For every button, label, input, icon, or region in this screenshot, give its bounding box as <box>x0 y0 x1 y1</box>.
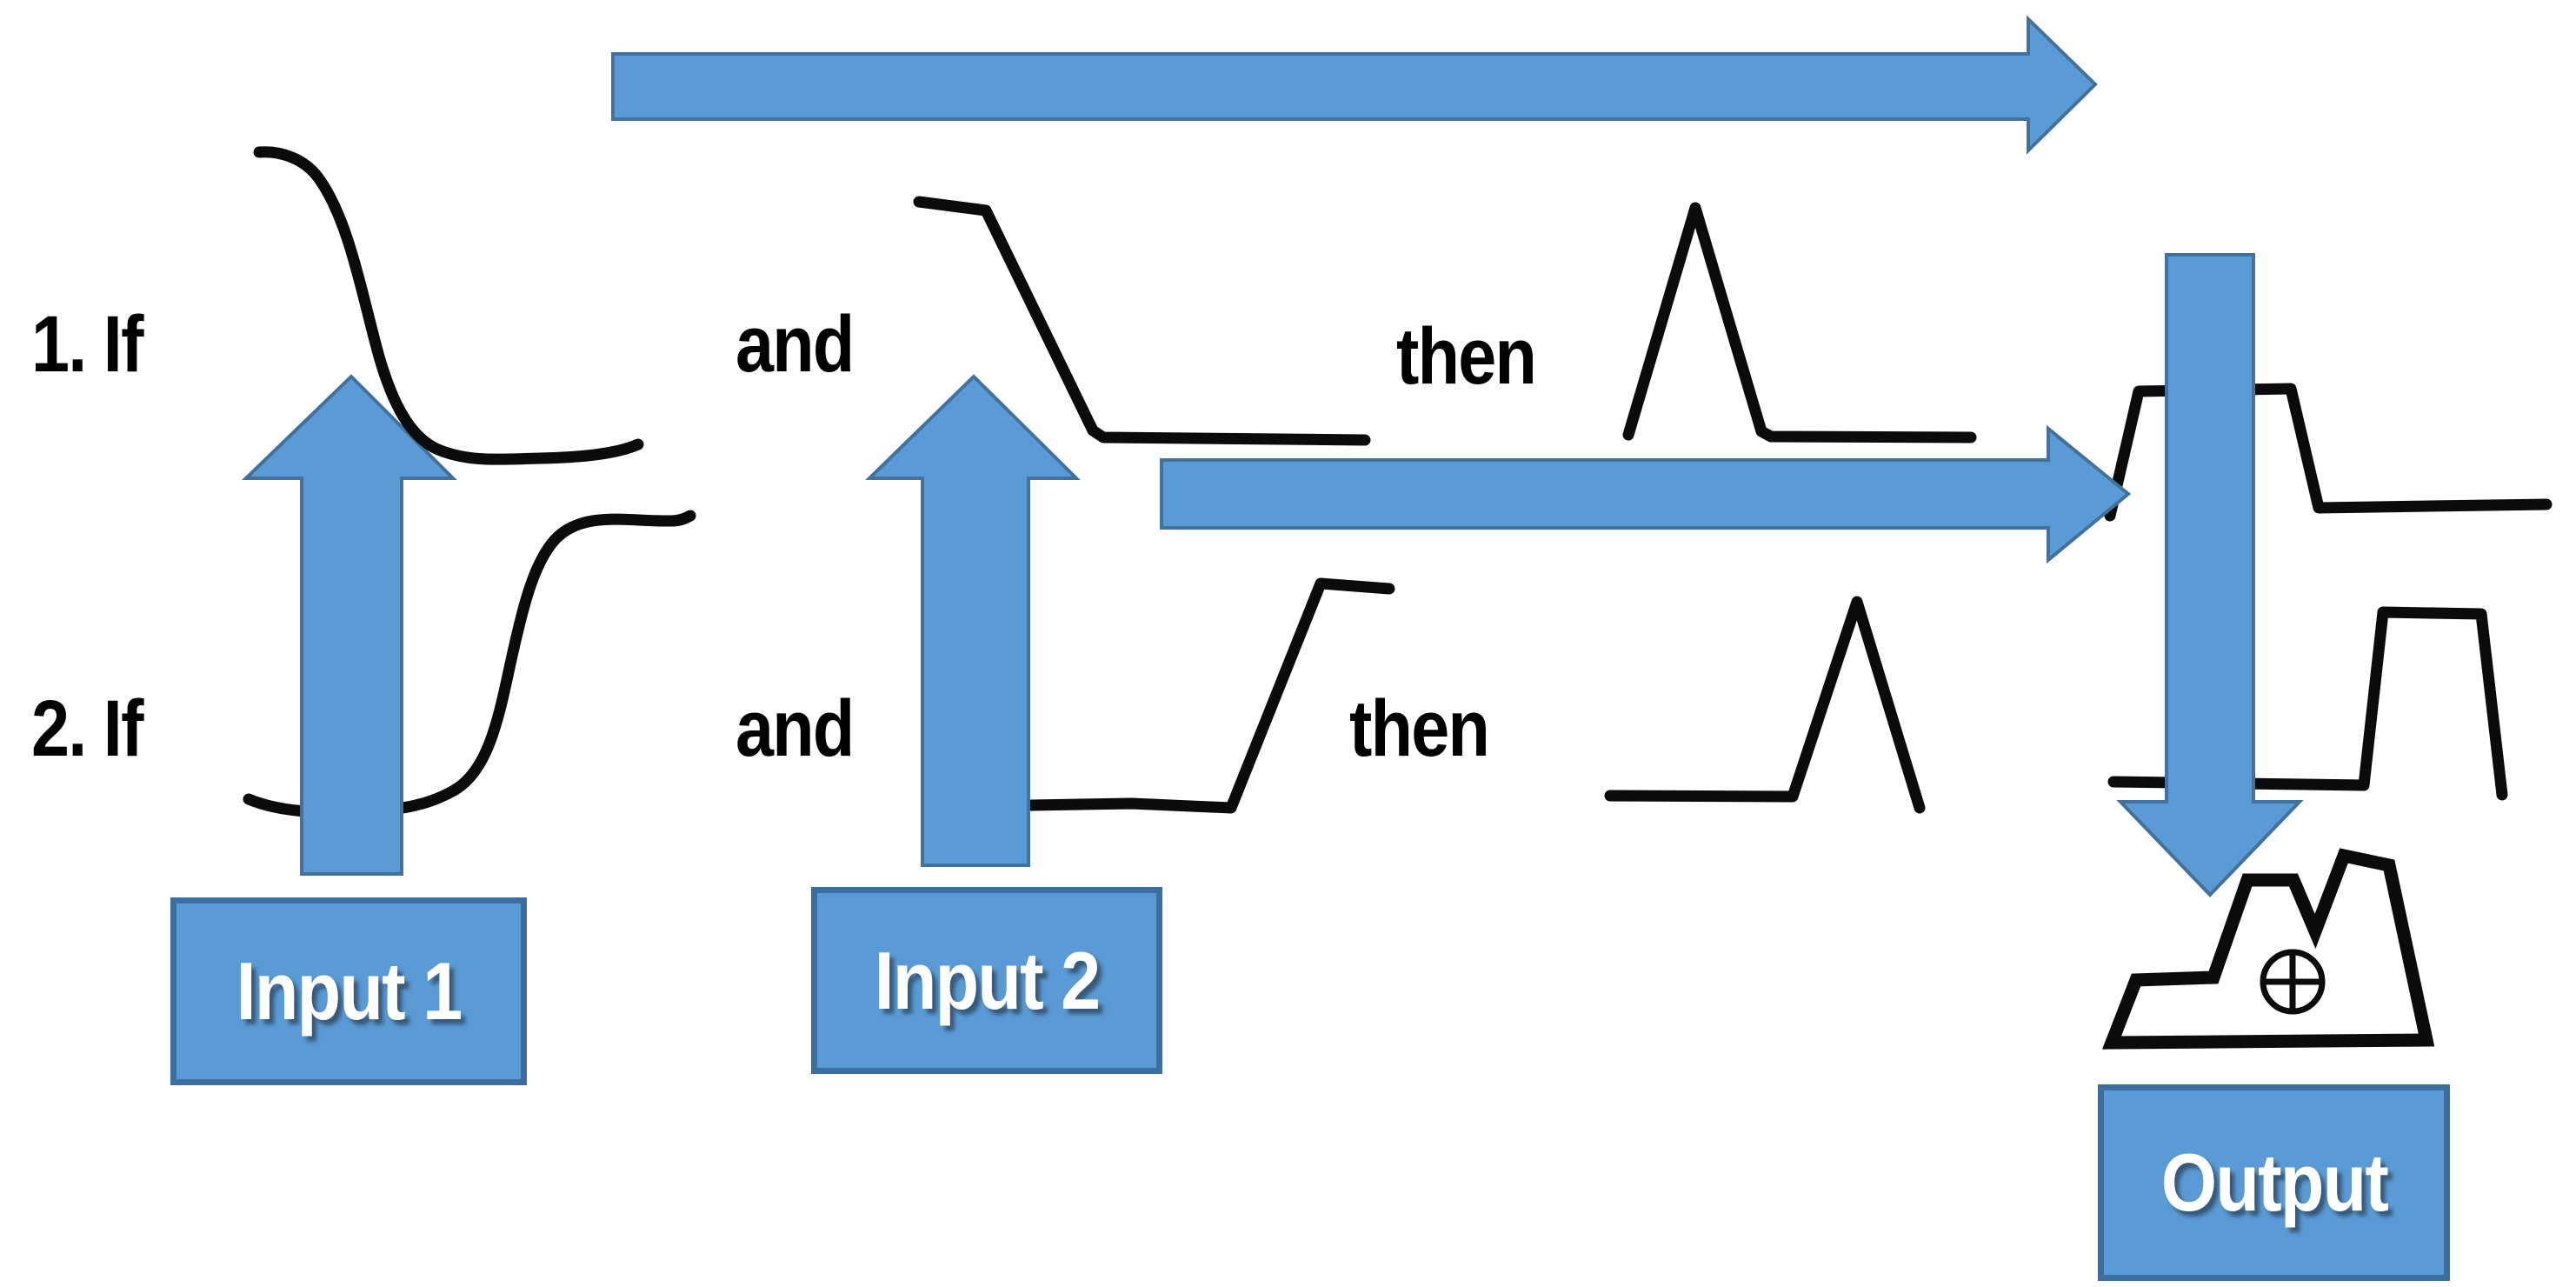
small-triangle-peak-curve <box>1604 596 1926 814</box>
input1-box-label: Input 1 <box>236 945 463 1037</box>
sigmoid-high-to-low-curve <box>253 146 644 465</box>
ramp-up-curve <box>1025 577 1395 814</box>
xor-circle-icon <box>2260 949 2326 1015</box>
rule1-and-label: and <box>736 300 855 389</box>
input2-box: Input 2 <box>811 887 1162 1074</box>
top-right-arrow <box>611 15 2098 155</box>
output-down-arrow <box>2116 253 2304 897</box>
input2-up-arrow <box>865 374 1081 867</box>
middle-right-arrow <box>1160 424 2132 564</box>
clipped-trapezoid-curve <box>2104 383 2553 522</box>
rule2-and-label: and <box>736 684 855 773</box>
aggregated-output-shape <box>2102 848 2435 1050</box>
input2-box-label: Input 2 <box>874 934 1102 1026</box>
clipped-trapezoid-tall-curve <box>2107 606 2508 801</box>
rule2-then-label: then <box>1349 684 1490 773</box>
rule1-then-label: then <box>1396 312 1537 401</box>
output-box: Output <box>2098 1084 2450 1281</box>
output-box-label: Output <box>2160 1137 2388 1228</box>
input1-up-arrow <box>242 374 457 876</box>
input1-box: Input 1 <box>170 897 527 1085</box>
rule1-index-label: 1. If <box>31 300 143 389</box>
ramp-down-curve <box>913 196 1371 446</box>
triangle-peak-curve <box>1622 202 1977 443</box>
rule2-index-label: 2. If <box>31 684 143 773</box>
